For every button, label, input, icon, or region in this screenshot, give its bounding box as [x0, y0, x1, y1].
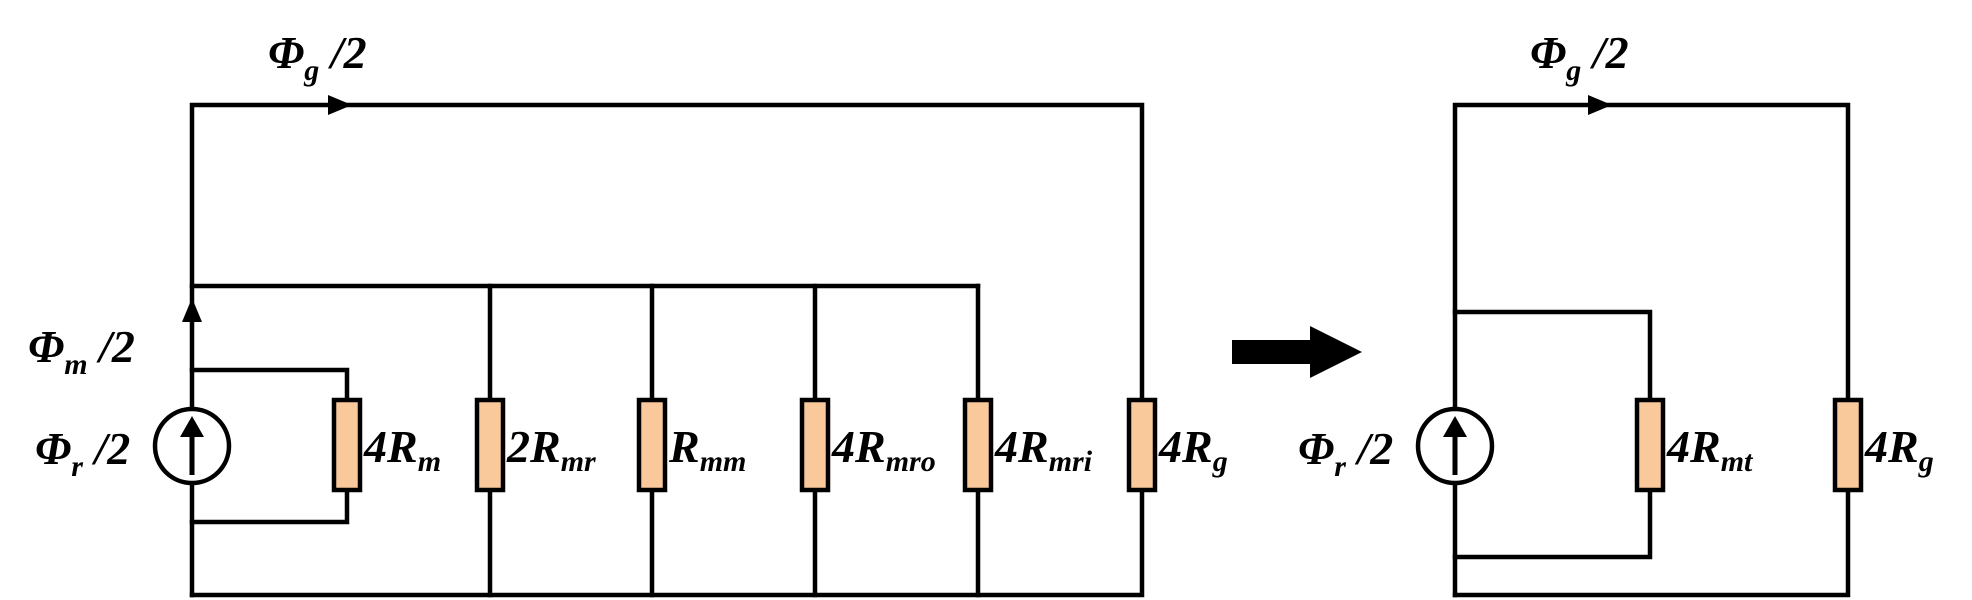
flux-r-label: Φr /2 [35, 423, 130, 483]
flux-m-label: Φm /2 [28, 321, 135, 381]
flux-m-arrow-icon [182, 298, 202, 322]
left-circuit: Φg /2 Φm /2 Φr /2 4Rm 2Rmr Rmm 4Rmro 4Rm… [28, 27, 1228, 598]
left-circuit-wires [189, 102, 1145, 598]
flux-source [1415, 406, 1495, 486]
source-arrow-icon [1443, 416, 1467, 437]
resistor-4rg [1126, 397, 1158, 493]
right-circuit: Φg /2 Φr /2 4Rmt 4Rg [1298, 27, 1934, 598]
resistor-label: 4Rg [1158, 421, 1228, 478]
resistor-label: 4Rg [1864, 421, 1934, 478]
resistor-2rmr [474, 397, 506, 493]
flux-g-arrow-icon [328, 95, 352, 115]
resistor-4rmro [799, 397, 831, 493]
flux-r-label: Φr /2 [1298, 423, 1393, 483]
resistor-4rg [1832, 397, 1864, 493]
resistor-rmm [636, 397, 668, 493]
flux-source [152, 406, 232, 486]
resistor-label: 4Rmro [831, 421, 936, 478]
right-arrow-icon [1232, 326, 1362, 378]
right-circuit-wires [1452, 102, 1851, 598]
flux-g-arrow-icon [1588, 95, 1612, 115]
resistor-label: 4Rmri [994, 421, 1093, 478]
resistor-4rm [331, 397, 363, 493]
flux-g-label: Φg /2 [268, 27, 367, 87]
resistor-4rmri [962, 397, 994, 493]
resistor-label: 4Rm [363, 421, 441, 478]
resistor-label: Rmm [668, 421, 746, 478]
resistor-label: 4Rmt [1666, 421, 1754, 478]
resistor-4rmt [1634, 397, 1666, 493]
flux-g-label: Φg /2 [1530, 27, 1629, 87]
resistor-label: 2Rmr [506, 421, 596, 478]
source-arrow-icon [180, 416, 204, 437]
